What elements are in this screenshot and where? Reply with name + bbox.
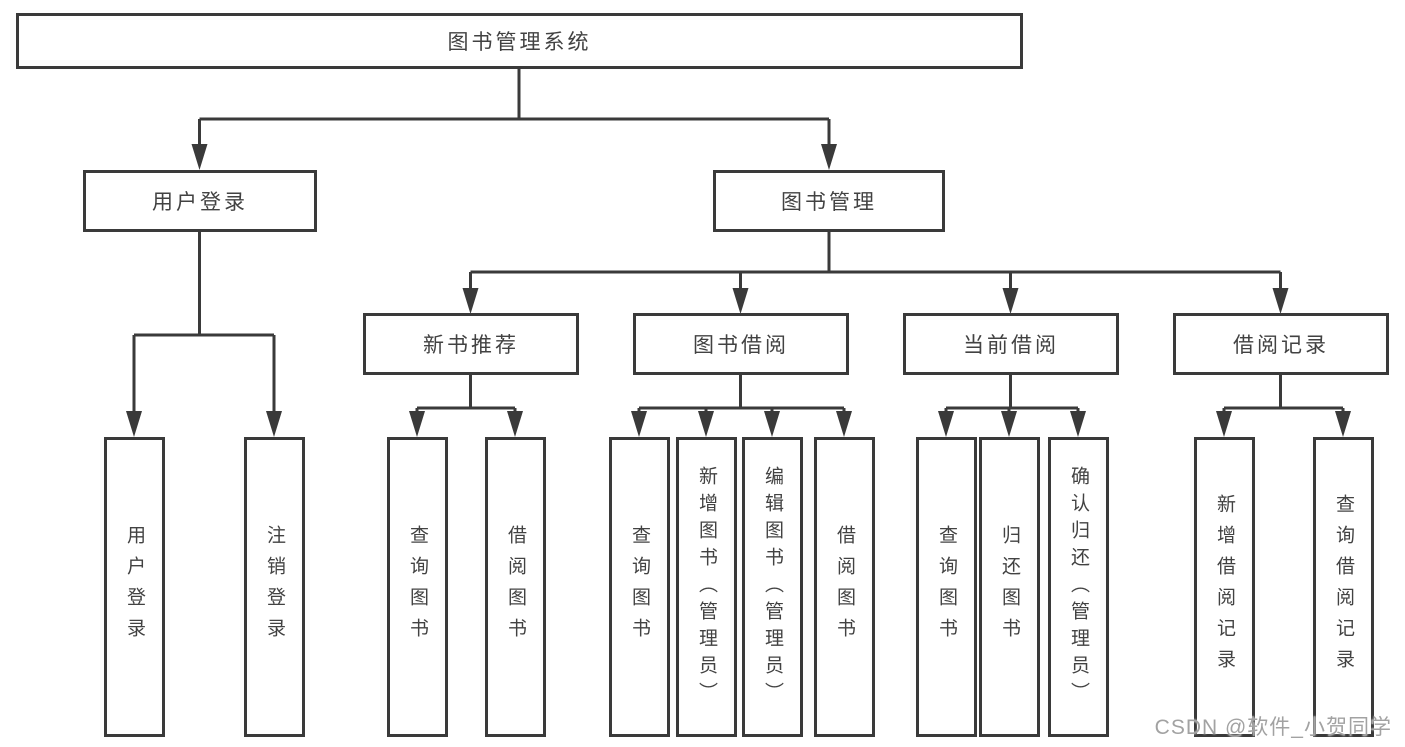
leaf-borrow-borrow-books: 借阅图书 (814, 437, 875, 737)
leaf-borrow-edit-books-admin: 编辑图书（管理员） (742, 437, 803, 737)
node-label: 图书管理系统 (447, 31, 592, 54)
node-label: 编辑图书（管理员） (762, 465, 783, 709)
node-label: 新增借阅记录 (1214, 494, 1235, 680)
node-label: 查询借阅记录 (1333, 494, 1354, 680)
node-library-system: 图书管理系统 (16, 13, 1023, 69)
node-label: 注销登录 (264, 525, 285, 649)
node-label: 确认归还（管理员） (1068, 465, 1089, 709)
node-label: 图书借阅 (693, 334, 789, 357)
node-label: 当前借阅 (963, 334, 1059, 357)
node-book-borrowing: 图书借阅 (633, 313, 849, 375)
leaf-records-add-record: 新增借阅记录 (1194, 437, 1255, 737)
node-borrowing-records: 借阅记录 (1173, 313, 1389, 375)
node-label: 归还图书 (999, 525, 1020, 649)
leaf-records-query-record: 查询借阅记录 (1313, 437, 1374, 737)
leaf-current-confirm-return-admin: 确认归还（管理员） (1048, 437, 1109, 737)
node-label: 借阅图书 (505, 525, 526, 649)
leaf-current-return-books: 归还图书 (979, 437, 1040, 737)
node-book-management: 图书管理 (713, 170, 945, 232)
node-label: 图书管理 (781, 191, 877, 214)
node-label: 用户登录 (124, 525, 145, 649)
node-label: 借阅记录 (1233, 334, 1329, 357)
node-current-borrowing: 当前借阅 (903, 313, 1119, 375)
leaf-current-query-books: 查询图书 (916, 437, 977, 737)
node-label: 新增图书（管理员） (696, 465, 717, 709)
leaf-borrow-query-books: 查询图书 (609, 437, 670, 737)
watermark: CSDN @软件_小贺同学 (1154, 716, 1392, 739)
node-label: 查询图书 (407, 525, 428, 649)
leaf-recommend-borrow-books: 借阅图书 (485, 437, 546, 737)
node-label: 借阅图书 (834, 525, 855, 649)
leaf-borrow-add-books-admin: 新增图书（管理员） (676, 437, 737, 737)
node-label: 查询图书 (629, 525, 650, 649)
leaf-logout-login: 注销登录 (244, 437, 305, 737)
node-user-login: 用户登录 (83, 170, 317, 232)
node-label: 用户登录 (152, 191, 248, 214)
leaf-user-login: 用户登录 (104, 437, 165, 737)
leaf-recommend-query-books: 查询图书 (387, 437, 448, 737)
node-label: 查询图书 (936, 525, 957, 649)
node-label: 新书推荐 (423, 334, 519, 357)
node-new-book-recommend: 新书推荐 (363, 313, 579, 375)
